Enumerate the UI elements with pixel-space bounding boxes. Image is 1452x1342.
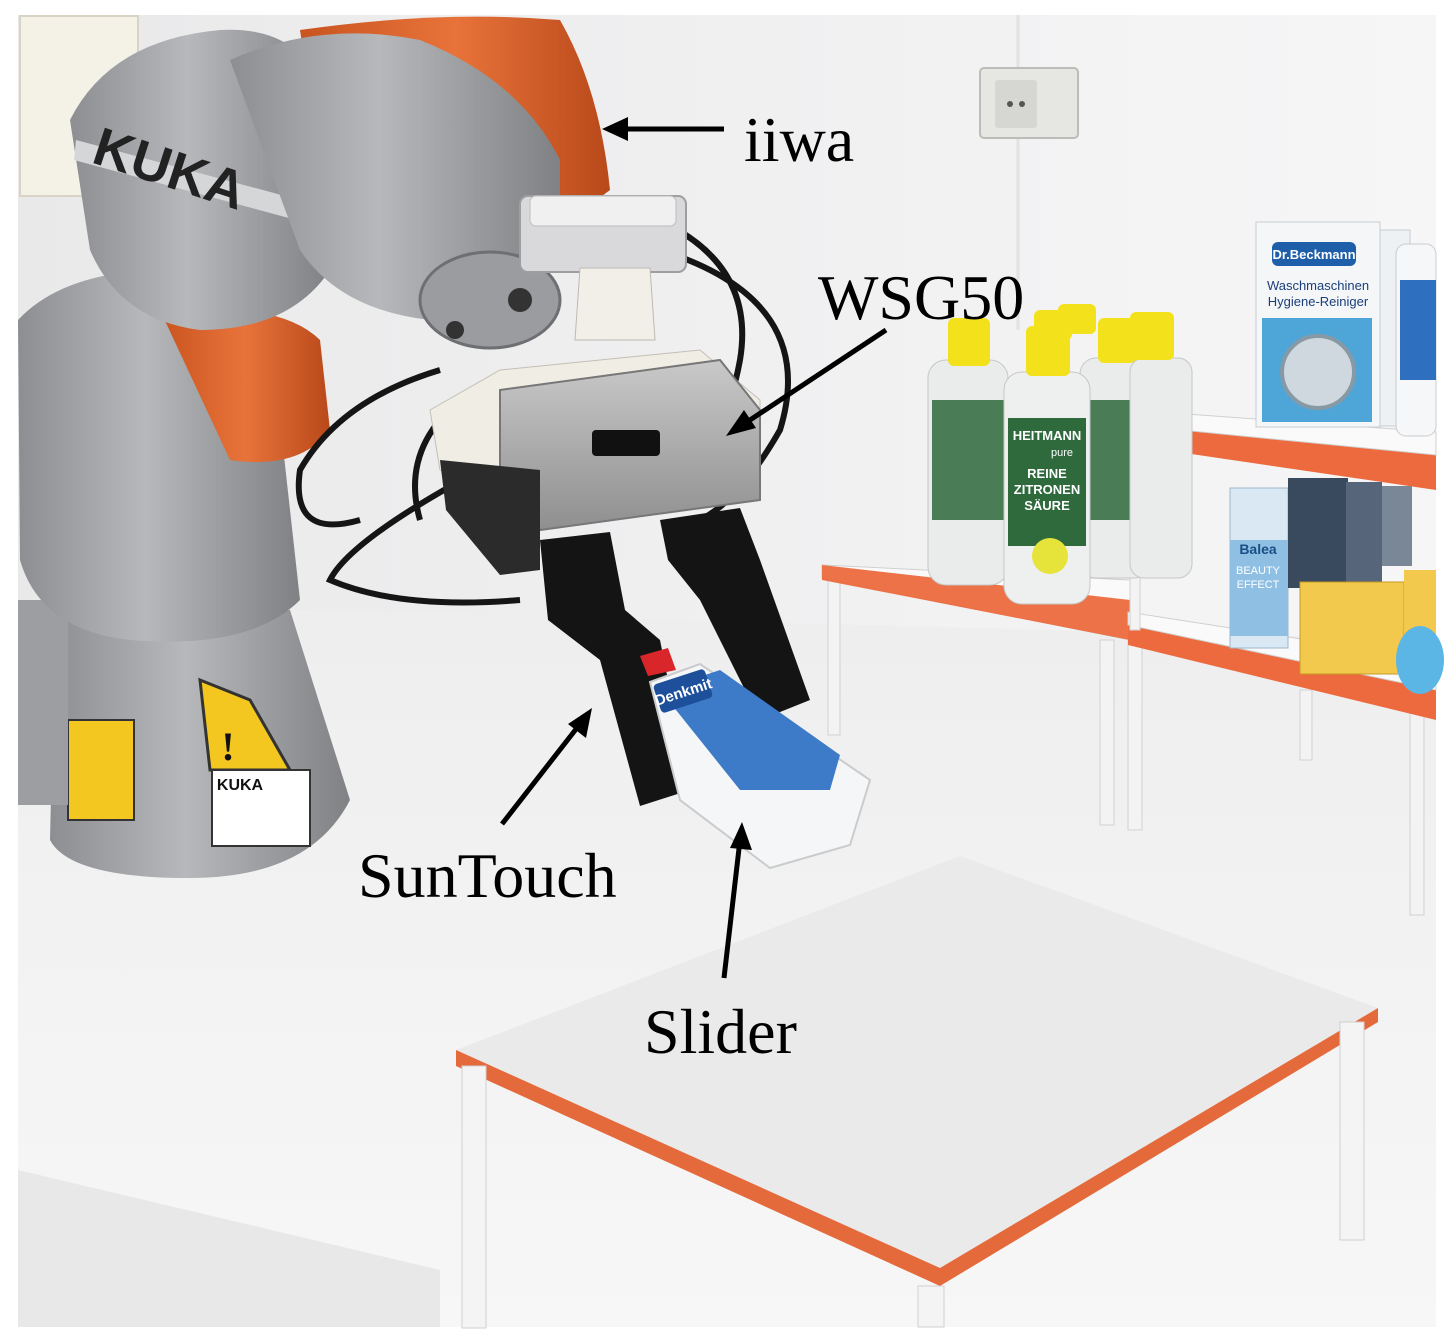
bottle-brand: HEITMANN bbox=[1013, 428, 1082, 443]
power-socket bbox=[979, 67, 1079, 139]
kuka-iiwa-arm: KUKA bbox=[18, 16, 610, 642]
label-wsg50: WSG50 bbox=[818, 262, 1025, 333]
detergent-boxes: Dr.Beckmann Waschmaschinen Hygiene-Reini… bbox=[1255, 221, 1437, 437]
arrow-suntouch bbox=[500, 708, 592, 826]
base-brand: KUKA bbox=[217, 777, 264, 794]
bottle-line3: SÄURE bbox=[1024, 498, 1070, 513]
arrow-wsg50 bbox=[726, 327, 888, 436]
lemon-acid-bottles: HEITMANN pure REINE ZITRONEN SÄURE bbox=[927, 304, 1193, 605]
box-brand: Dr.Beckmann bbox=[1272, 247, 1355, 262]
balea-line1: BEAUTY bbox=[1236, 565, 1281, 577]
bottle-line2: ZITRONEN bbox=[1014, 482, 1080, 497]
balea-brand: Balea bbox=[1239, 541, 1277, 557]
box-line1: Waschmaschinen bbox=[1267, 278, 1369, 293]
svg-text:!: ! bbox=[221, 724, 234, 769]
target-platform bbox=[456, 856, 1378, 1329]
balea-boxes: Balea BEAUTY EFFECT bbox=[1229, 478, 1444, 694]
robot-base: ! KUKA bbox=[18, 600, 350, 878]
bottle-sub: pure bbox=[1051, 447, 1073, 459]
arrow-slider bbox=[721, 822, 752, 979]
label-suntouch: SunTouch bbox=[358, 840, 617, 911]
label-iiwa: iiwa bbox=[744, 104, 855, 175]
arrow-iiwa bbox=[602, 117, 724, 141]
label-slider: Slider bbox=[644, 996, 797, 1067]
annotation-arrows bbox=[500, 117, 888, 979]
wsg50-gripper bbox=[429, 195, 761, 575]
slider-bottle: Denkmit bbox=[640, 648, 872, 870]
bottle-line1: REINE bbox=[1027, 466, 1067, 481]
suntouch-fingers bbox=[540, 508, 810, 806]
box-line2: Hygiene-Reiniger bbox=[1268, 294, 1369, 309]
balea-line2: EFFECT bbox=[1237, 579, 1280, 591]
